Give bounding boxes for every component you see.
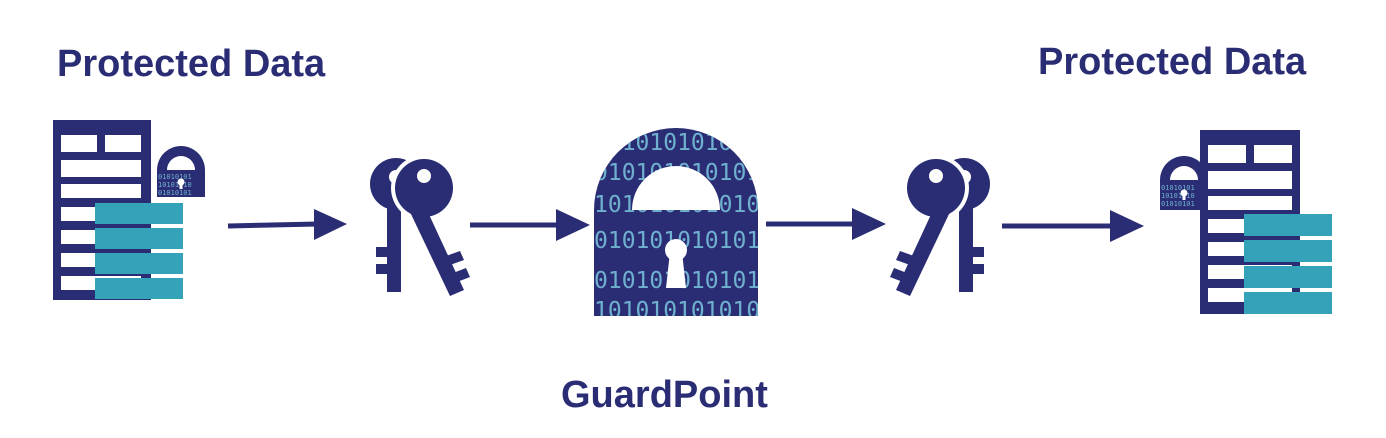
source-label: Protected Data [57,43,326,85]
svg-text:10101010: 10101010 [158,181,192,189]
svg-text:10101010: 10101010 [1161,192,1195,200]
source-database-icon: 01010101 10101010 01010101 [53,120,213,305]
arrow-right-icon [468,207,592,243]
small-lock-icon: 01010101 10101010 01010101 [155,140,207,198]
keys-icon [888,152,1000,300]
arrow-right-icon [226,207,348,243]
svg-text:01010101: 01010101 [158,189,192,197]
arrow-right-icon [1000,208,1146,244]
small-lock-icon: 01010101 10101010 01010101 [1160,156,1208,210]
destination-database-icon: 01010101 10101010 01010101 [1160,130,1336,316]
destination-label: Protected Data [1038,41,1307,83]
svg-text:01010101: 01010101 [1161,184,1195,192]
keys-icon [360,152,472,300]
svg-text:01010101: 01010101 [1161,200,1195,208]
svg-text:101010101010: 101010101010 [594,130,758,156]
arrow-right-icon [764,206,888,242]
svg-text:101010101010: 101010101010 [594,298,758,318]
svg-text:01010101: 01010101 [158,173,192,181]
guardpoint-label: GuardPoint [561,374,768,416]
